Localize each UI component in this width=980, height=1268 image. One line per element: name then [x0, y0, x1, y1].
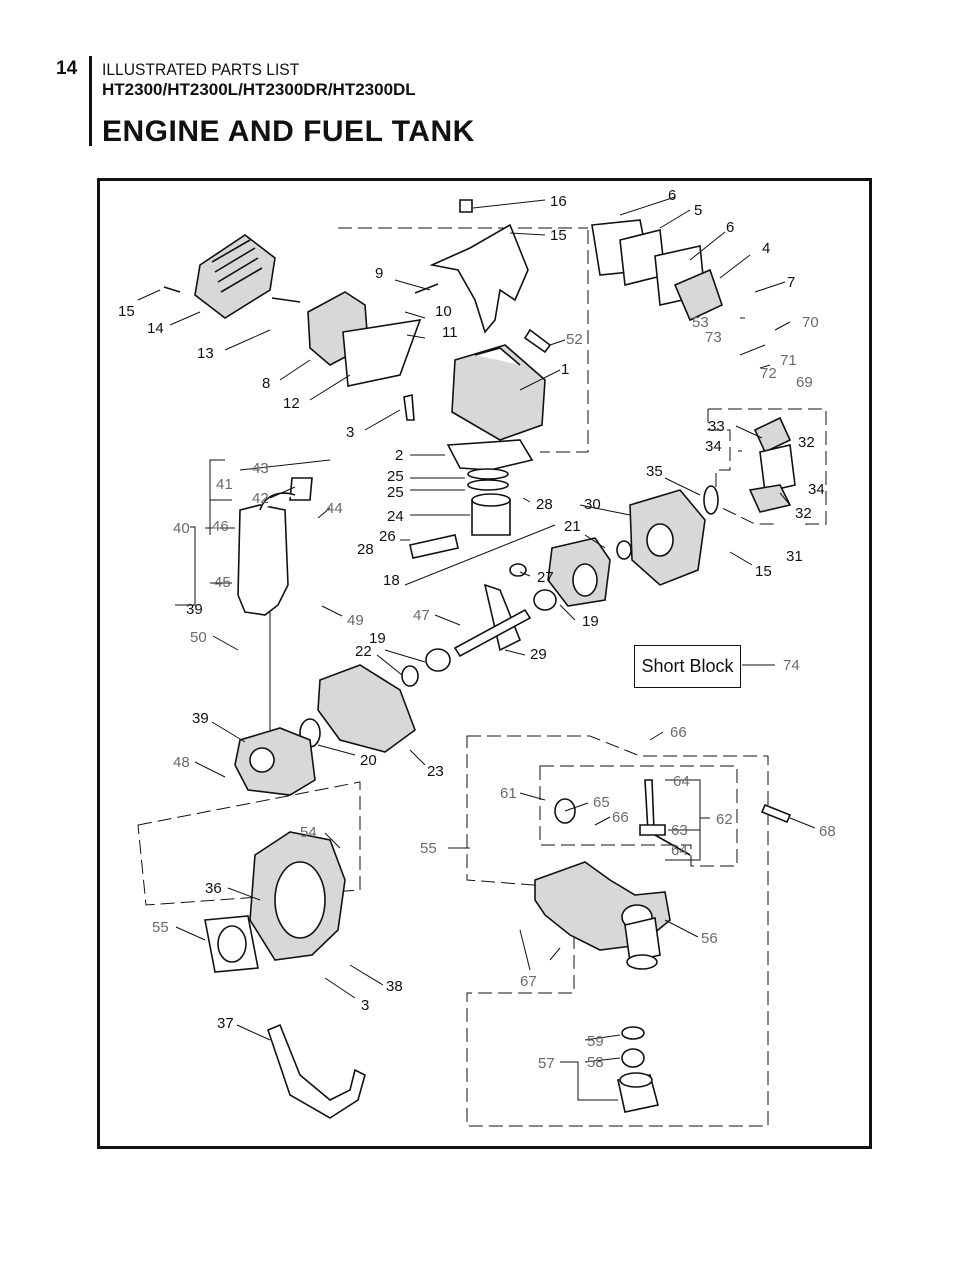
callout-50: 50	[190, 629, 207, 646]
callout-19a: 19	[582, 613, 599, 630]
callout-55: 55	[420, 840, 437, 857]
group-outlines	[137, 227, 827, 1127]
callout-46: 46	[212, 518, 229, 535]
callout-8: 8	[262, 375, 270, 392]
callout-69: 69	[796, 374, 813, 391]
callout-22: 22	[355, 643, 372, 660]
callout-6b: 6	[726, 219, 734, 236]
callout-26: 26	[379, 528, 396, 545]
leader-lines	[137, 196, 816, 1101]
callout-32b: 32	[795, 505, 812, 522]
callout-28b: 28	[357, 541, 374, 558]
callout-34b: 34	[808, 481, 825, 498]
callout-53: 54	[300, 824, 317, 841]
callout-39a: 39	[186, 601, 203, 618]
callout-15b: 15	[755, 563, 772, 580]
callout-31: 31	[786, 548, 803, 565]
callout-73: 73	[705, 329, 722, 346]
callout-57: 57	[538, 1055, 555, 1072]
callout-25b: 25	[387, 484, 404, 501]
diagram-frame	[97, 178, 872, 1149]
callout-24: 24	[387, 508, 404, 525]
callout-54: 55	[152, 919, 169, 936]
callout-14: 14	[147, 320, 164, 337]
callout-11: 11	[442, 324, 458, 341]
callout-52: 53	[692, 314, 709, 331]
callout-34a: 34	[705, 438, 722, 455]
callout-38: 38	[386, 978, 403, 995]
page-title: ENGINE AND FUEL TANK	[102, 115, 475, 148]
callout-17: 16	[550, 193, 567, 210]
callout-18: 18	[383, 572, 400, 589]
callout-70: 70	[802, 314, 819, 331]
callout-66a: 66	[670, 724, 687, 741]
callout-12: 12	[283, 395, 300, 412]
callout-27: 27	[537, 569, 554, 586]
callout-35: 35	[646, 463, 663, 480]
callout-48: 48	[173, 754, 190, 771]
callout-64: 64	[671, 842, 688, 859]
callout-23: 23	[427, 763, 444, 780]
callout-1: 1	[561, 361, 569, 378]
callout-68: 68	[819, 823, 836, 840]
callout-59: 59	[587, 1033, 604, 1050]
callout-4: 4	[762, 240, 770, 257]
short-block-box: Short Block	[634, 645, 741, 688]
callout-15: 15	[118, 303, 135, 320]
callout-40: 40	[173, 520, 190, 537]
callout-9: 9	[375, 265, 383, 282]
header-divider	[89, 56, 92, 146]
section-title: ILLUSTRATED PARTS LIST	[102, 60, 300, 79]
callout-28a: 28	[536, 496, 553, 513]
page-number: 14	[56, 58, 78, 79]
callout-5: 5	[694, 202, 702, 219]
callout-3-bottom: 3	[361, 997, 369, 1014]
callout-21: 21	[564, 518, 581, 535]
callout-36: 36	[205, 880, 222, 897]
callout-71: 71	[780, 352, 797, 369]
callout-43: 43	[252, 460, 269, 477]
callout-63: 64	[673, 773, 690, 790]
callout-13: 13	[197, 345, 214, 362]
model-list: HT2300/HT2300L/HT2300DR/HT2300DL	[102, 80, 416, 99]
callout-45: 45	[214, 574, 231, 591]
callout-72: 72	[760, 365, 777, 382]
callout-58: 58	[587, 1054, 604, 1071]
part-drawings	[163, 199, 796, 1119]
callout-2: 2	[395, 447, 403, 464]
callout-32a: 32	[798, 434, 815, 451]
callout-29: 29	[530, 646, 547, 663]
callout-33: 33	[708, 418, 725, 435]
callout-7: 7	[787, 274, 795, 291]
callout-61: 62	[716, 811, 733, 828]
callout-56: 56	[701, 930, 718, 947]
callout-16: 15	[550, 227, 567, 244]
callout-30: 30	[584, 496, 601, 513]
callout-60: 61	[500, 785, 517, 802]
callout-37: 37	[217, 1015, 234, 1032]
callout-20: 20	[360, 752, 377, 769]
callout-47: 47	[413, 607, 430, 624]
callout-42: 42	[252, 490, 269, 507]
callout-74: 74	[783, 657, 800, 674]
callout-65: 65	[593, 794, 610, 811]
callout-10: 10	[435, 303, 452, 320]
callout-49: 49	[347, 612, 364, 629]
callout-66b: 66	[612, 809, 629, 826]
callout-41: 41	[216, 476, 233, 493]
callout-62: 63	[671, 822, 688, 839]
callout-44: 44	[326, 500, 343, 517]
callout-6a: 6	[668, 187, 676, 204]
callout-labels: 16 15 9 10 11 52 1 15 14 13 8 12 3 2 25 …	[118, 187, 836, 1072]
callout-51: 52	[566, 331, 583, 348]
callout-19b: 19	[369, 630, 386, 647]
callout-67: 67	[520, 973, 537, 990]
callout-3-top: 3	[346, 424, 354, 441]
callout-25a: 25	[387, 468, 404, 485]
callout-39b: 39	[192, 710, 209, 727]
